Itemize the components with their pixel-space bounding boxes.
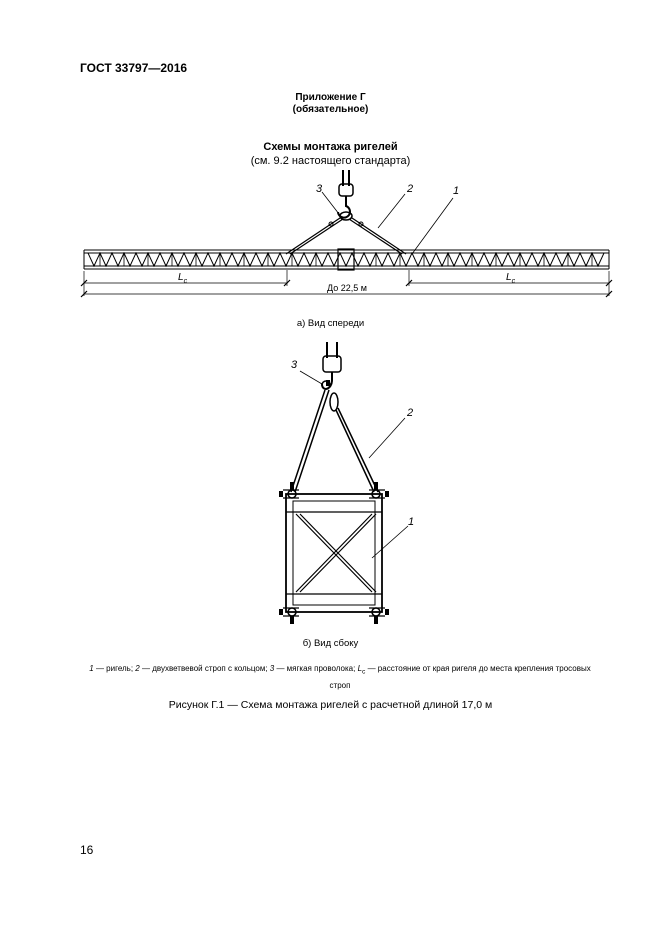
appendix-subtitle: (обязательное) xyxy=(292,104,369,115)
side-view-drawing: 3 2 1 xyxy=(279,342,414,624)
center-splice xyxy=(337,248,355,271)
dim-lc-right-label: Lc xyxy=(506,272,516,285)
side-sling-left xyxy=(290,389,326,493)
bolt-bottom-right xyxy=(385,609,389,615)
side-view-caption: б) Вид сбоку xyxy=(302,638,359,649)
side-callout-3: 3 xyxy=(291,359,298,371)
bolt-bottom-left xyxy=(279,609,283,615)
sling-left xyxy=(285,217,341,255)
figure-legend: 1 — ригель; 2 — двухветвевой строп с кол… xyxy=(89,664,591,690)
beam-cross-section xyxy=(285,493,383,613)
bolt-top-right xyxy=(385,491,389,497)
standard-header: ГОСТ 33797—2016 xyxy=(80,61,188,75)
front-view-caption: а) Вид спереди xyxy=(296,318,365,329)
side-crane-hook xyxy=(322,355,342,373)
scheme-reference: (см. 9.2 настоящего стандарта) xyxy=(250,155,411,167)
side-callout-2: 2 xyxy=(406,407,413,419)
truss-web xyxy=(87,251,605,268)
front-callout-2: 2 xyxy=(406,183,413,195)
scheme-title: Схемы монтажа ригелей xyxy=(263,141,398,153)
cross-bracing xyxy=(295,513,377,593)
front-callout-3: 3 xyxy=(316,183,323,195)
page-number: 16 xyxy=(80,843,94,857)
bolt-top-left xyxy=(279,491,283,497)
sling-right xyxy=(351,217,407,255)
front-callout-1: 1 xyxy=(453,185,459,197)
figure-caption: Рисунок Г.1 — Схема монтажа ригелей с ра… xyxy=(168,699,493,711)
crane-hook xyxy=(338,183,354,197)
dim-total-label: До 22,5 м xyxy=(327,283,367,293)
front-view-drawing: 3 2 1 Lc Lc До 22,5 м xyxy=(80,170,613,298)
side-callout-1: 1 xyxy=(408,516,414,528)
appendix-title: Приложение Г xyxy=(295,92,366,103)
dim-lc-left-label: Lc xyxy=(178,272,188,285)
side-sling-right xyxy=(337,407,379,493)
